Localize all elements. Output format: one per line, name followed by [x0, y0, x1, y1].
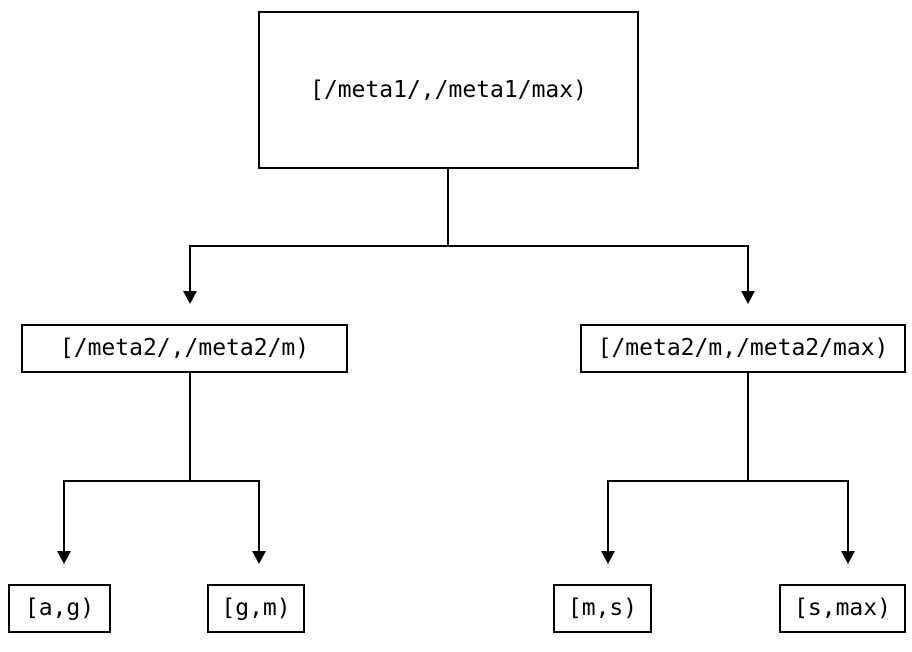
arrowhead-to-leaf-ms — [601, 551, 615, 564]
arrowhead-to-leaf-gm — [252, 551, 266, 564]
edge-root-to-level2-left-drop — [189, 245, 191, 292]
arrowhead-root-to-level2-right — [741, 291, 755, 304]
tree-node-leaf-ag-label: [a,g) — [24, 595, 95, 621]
edge-root-crossbar — [189, 245, 749, 247]
tree-node-leaf-smax[interactable]: [s,max) — [779, 584, 906, 633]
edge-level2-left-to-leaf-gm-drop — [258, 480, 260, 552]
edge-level2-left-crossbar — [63, 480, 260, 482]
edge-level2-left-to-leaf-ag-drop — [63, 480, 65, 552]
edge-level2-left-stem — [189, 373, 191, 481]
tree-node-leaf-ms[interactable]: [m,s) — [553, 584, 652, 633]
edge-level2-right-to-leaf-ms-drop — [607, 480, 609, 552]
edge-root-stem — [447, 169, 449, 246]
tree-node-leaf-ms-label: [m,s) — [567, 595, 638, 621]
tree-node-leaf-ag[interactable]: [a,g) — [8, 584, 111, 633]
tree-node-level2-right-label: [/meta2/m,/meta2/max) — [597, 335, 889, 361]
arrowhead-to-leaf-smax — [841, 551, 855, 564]
edge-level2-right-to-leaf-smax-drop — [847, 480, 849, 552]
tree-node-root-label: [/meta1/,/meta1/max) — [310, 76, 587, 103]
tree-node-leaf-smax-label: [s,max) — [794, 595, 891, 621]
arrowhead-to-leaf-ag — [57, 551, 71, 564]
tree-node-leaf-gm[interactable]: [g,m) — [207, 584, 305, 633]
tree-node-level2-left-label: [/meta2/,/meta2/m) — [59, 335, 310, 361]
tree-node-level2-left[interactable]: [/meta2/,/meta2/m) — [21, 324, 348, 373]
edge-root-to-level2-right-drop — [747, 245, 749, 292]
arrowhead-root-to-level2-left — [183, 291, 197, 304]
edge-level2-right-crossbar — [607, 480, 849, 482]
tree-node-level2-right[interactable]: [/meta2/m,/meta2/max) — [580, 324, 906, 373]
tree-node-leaf-gm-label: [g,m) — [221, 595, 291, 621]
edge-level2-right-stem — [747, 373, 749, 481]
tree-node-root[interactable]: [/meta1/,/meta1/max) — [258, 11, 639, 169]
